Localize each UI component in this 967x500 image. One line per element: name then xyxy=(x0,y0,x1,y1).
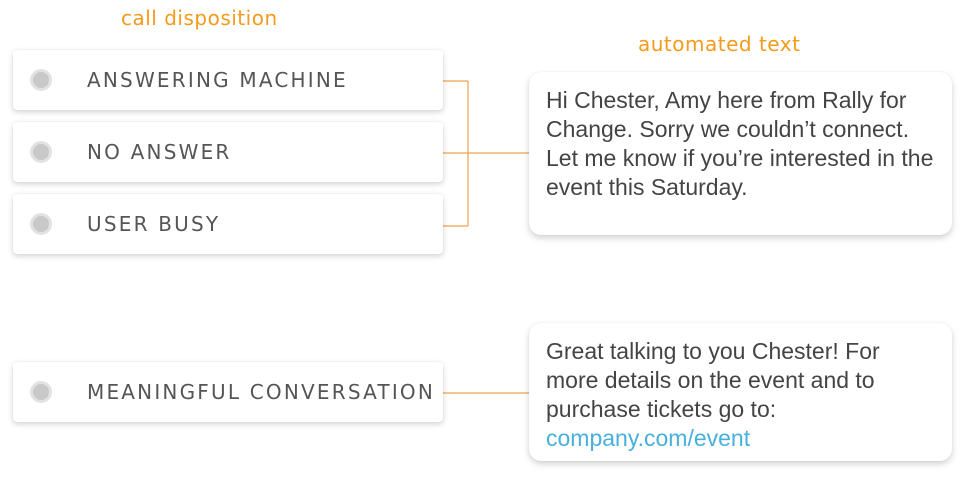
option-no-answer[interactable]: NO ANSWER xyxy=(13,122,443,182)
event-link[interactable]: company.com/event xyxy=(546,425,751,451)
option-label: NO ANSWER xyxy=(87,140,232,164)
option-user-busy[interactable]: USER BUSY xyxy=(13,194,443,254)
radio-button[interactable] xyxy=(30,141,52,163)
radio-button[interactable] xyxy=(30,381,52,403)
message-text: Great talking to you Chester! For more d… xyxy=(546,338,880,422)
automated-text-heading: automated text xyxy=(638,32,801,56)
option-meaningful-conversation[interactable]: MEANINGFUL CONVERSATION xyxy=(13,362,443,422)
radio-button[interactable] xyxy=(30,213,52,235)
message-bubble-conversation: Great talking to you Chester! For more d… xyxy=(529,323,952,461)
option-label: MEANINGFUL CONVERSATION xyxy=(87,380,436,404)
option-label: ANSWERING MACHINE xyxy=(87,68,348,92)
radio-button[interactable] xyxy=(30,69,52,91)
call-disposition-heading: call disposition xyxy=(121,6,278,30)
option-label: USER BUSY xyxy=(87,212,221,236)
message-bubble-no-answer: Hi Chester, Amy here from Rally for Chan… xyxy=(529,72,952,235)
option-answering-machine[interactable]: ANSWERING MACHINE xyxy=(13,50,443,110)
message-text: Hi Chester, Amy here from Rally for Chan… xyxy=(546,87,934,200)
